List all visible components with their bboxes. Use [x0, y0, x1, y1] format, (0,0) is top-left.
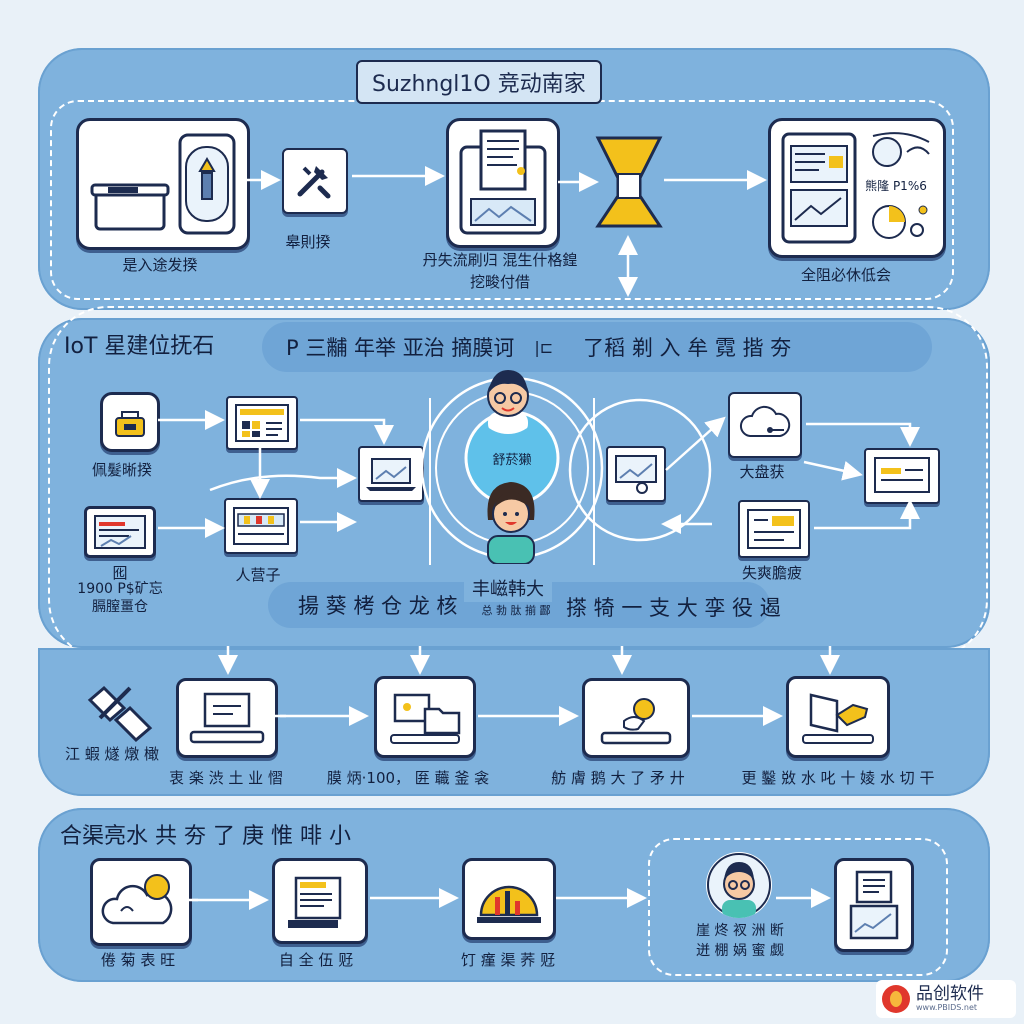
middle-grid-card[interactable] [226, 396, 298, 450]
middle-console-card[interactable] [224, 498, 298, 554]
middle-mid-label: 人营子 [235, 566, 281, 584]
top-card3-label-1: 丹失流刷归 混生什格鍠 [422, 251, 578, 269]
top-card4-small-label: 熊隆 P1%6 [865, 179, 927, 193]
bottom-section-title: 合渠亮水 共 夯 了 庚 惟 啡 小 [60, 824, 351, 849]
row3-card4-label: 更 鑿 敚 水 叱 十 婈 水 切 干 [741, 769, 935, 787]
row3-card3-label: 舫 膚 鹅 大 了 矛 廾 [551, 769, 685, 787]
middle-right-monitor-card[interactable] [606, 446, 666, 502]
bottom-panel-dashed-group [648, 838, 948, 976]
middle-left2-label-2: 1900 P$矿忘 [77, 581, 163, 597]
row3-card-4[interactable] [786, 676, 890, 758]
middle-bottom-pill-right: 搽 犄 一 支 大 孪 役 遏 [566, 596, 781, 620]
cloud-people-icon [101, 874, 173, 925]
middle-left-card-1[interactable] [100, 392, 160, 452]
bottom-card3-label: 饤 瘽 渠 荞 觃 [460, 951, 556, 969]
middle-right2-label: 失爽膽疲 [741, 564, 803, 582]
bottom-card-4[interactable] [834, 858, 914, 952]
avatar-woman [478, 476, 544, 564]
row3-left-label: 江 蝦 燧 燉 橄 [64, 745, 160, 763]
top-card1-label: 是入途发揆 [122, 256, 198, 274]
top-card-process[interactable] [282, 148, 348, 214]
top-section-title: Suzhngl1O 竞动南家 [356, 60, 602, 104]
row3-card-2[interactable] [374, 676, 476, 758]
middle-left2-label-3: 膈膣畺仓 [92, 599, 148, 615]
middle-right-doc-card[interactable] [738, 500, 810, 558]
hand-document-icon [802, 693, 874, 744]
brand-name: 品创软件 [916, 984, 984, 1004]
bottom-card4-label-2: 迸 棚 娲 蜜 觑 [696, 943, 784, 959]
top-card-input-device[interactable] [76, 118, 250, 250]
top-card2-label: 皋則揆 [285, 233, 331, 251]
laptop-icon [366, 458, 416, 491]
cloud-icon [740, 405, 791, 437]
middle-left-card-2[interactable] [84, 506, 156, 558]
browser-window-icon [94, 515, 146, 549]
document-screen-icon [459, 129, 547, 235]
bottom-card2-label: 自 全 伍 觃 [278, 951, 354, 969]
middle-left2-label-1: 囮 [112, 564, 128, 582]
top-card-document[interactable] [446, 118, 560, 248]
dashboard-grid-icon [235, 404, 289, 442]
middle-bottom-pill-center-bottom: 总 勃 肽 揃 酃 [481, 604, 551, 617]
middle-top-pill-right: 了稻 剃 入 牟 霓 揩 夯 [583, 336, 792, 360]
bottom-card-1[interactable] [90, 858, 192, 946]
middle-laptop-card[interactable] [358, 446, 424, 502]
middle-right1-label: 大盘获 [739, 463, 785, 481]
bottom-card4-label-1: 崖 炵 衩 洲 断 [696, 923, 784, 939]
middle-right-screen-card[interactable] [864, 448, 940, 504]
row3-card1-label: 衷 楽 渋 土 业 慴 [169, 769, 283, 787]
row3-card-1[interactable] [176, 678, 278, 758]
brand-badge[interactable]: 品创软件 www.PBIDS.net [876, 980, 1016, 1018]
platform-title: IoT 星建位抚石 [64, 334, 215, 359]
bottom-card1-label: 倦 菊 表 旺 [100, 951, 176, 969]
middle-cloud-card[interactable] [728, 392, 802, 458]
top-card4-label: 全阻必休低会 [800, 266, 892, 284]
document-panel-icon [747, 509, 801, 549]
row3-card-3[interactable] [582, 678, 690, 758]
tools-icon [297, 166, 331, 199]
row3-card2-label: 膜 炳·100， 匥 蘵 釜 衾 [326, 769, 490, 787]
monitor-gear-icon [615, 455, 657, 494]
middle-bottom-pill-center-top: 丰嵫韩大 [464, 578, 552, 603]
avatar-woman-glasses [706, 852, 772, 918]
screen-device-icon [189, 692, 265, 744]
bottom-card-2[interactable] [272, 858, 368, 944]
control-panel-icon [233, 507, 289, 545]
toolbox-icon [115, 411, 145, 437]
notes-icon [288, 876, 342, 928]
gauge-chart-icon [477, 885, 541, 923]
monitor-analytics-icon [781, 132, 930, 244]
middle-left1-label: 佩髮晰揆 [91, 461, 153, 479]
middle-top-pill: P 三黼 年举 亚治 摘膜诃 |⊏ 了稻 剃 入 牟 霓 揩 夯 [262, 322, 932, 372]
document-monitor-icon [849, 870, 899, 940]
top-card3-label-2: 挖畯付借 [469, 273, 531, 291]
center-hub-label: 舒菸獭 [492, 453, 532, 468]
screen-list-icon [874, 457, 930, 493]
middle-top-pill-left: P 三黼 年举 亚治 摘膜诃 [286, 336, 515, 360]
avatar-man-glasses [474, 364, 542, 434]
bottom-card-3[interactable] [462, 858, 556, 940]
middle-top-pill-sep: |⊏ [534, 337, 554, 357]
hand-coin-icon [600, 698, 672, 745]
device-tablet-icon [90, 133, 236, 235]
middle-bottom-pill-left: 揚 葵 栲 仓 龙 核 [298, 594, 458, 618]
folder-files-icon [390, 693, 461, 744]
brand-logo-icon [882, 985, 910, 1013]
top-card-output[interactable] [768, 118, 946, 258]
brand-url: www.PBIDS.net [916, 1003, 978, 1012]
